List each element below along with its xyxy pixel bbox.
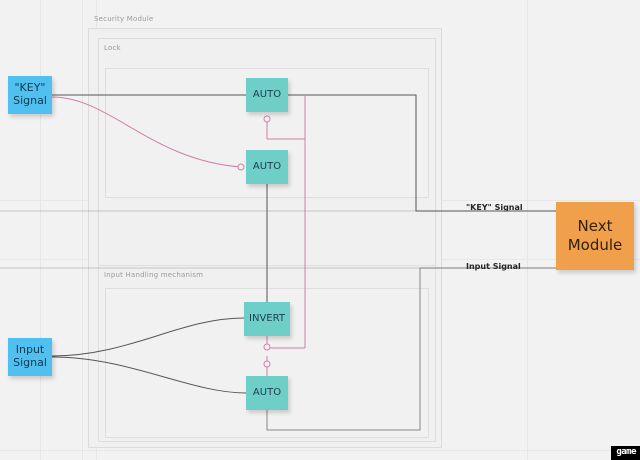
node-lock-auto-top[interactable]: AUTO xyxy=(246,78,288,112)
node-next-module[interactable]: Next Module xyxy=(556,202,634,270)
backdrop-guide-line xyxy=(527,0,528,460)
node-input-auto[interactable]: AUTO xyxy=(246,376,288,410)
node-lock-auto-bottom[interactable]: AUTO xyxy=(246,150,288,184)
group-label-security-module: Security Module xyxy=(94,15,154,23)
wire-label-input-signal: Input Signal xyxy=(466,262,521,271)
node-key-signal[interactable]: "KEY" Signal xyxy=(8,76,52,114)
watermark-game: game xyxy=(611,446,640,460)
node-input-signal[interactable]: Input Signal xyxy=(8,338,52,376)
backdrop-guide-line xyxy=(0,450,640,451)
backdrop-guide-line xyxy=(82,0,83,460)
node-next-module-label-1: Next xyxy=(577,216,613,235)
node-next-module-label-2: Module xyxy=(567,236,623,254)
node-input-invert[interactable]: INVERT xyxy=(244,302,290,336)
backdrop-guide-line xyxy=(40,0,41,460)
group-label-input-handling: Input Handling mechanism xyxy=(104,271,204,279)
group-label-lock: Lock xyxy=(104,44,121,52)
node-input-signal-label-1: Input xyxy=(15,343,45,357)
node-key-signal-label-2: Signal xyxy=(13,94,47,107)
node-input-signal-label-2: Signal xyxy=(13,356,47,369)
wire-label-key-signal: "KEY" Signal xyxy=(466,203,523,212)
node-key-signal-label-1: "KEY" xyxy=(14,81,46,95)
